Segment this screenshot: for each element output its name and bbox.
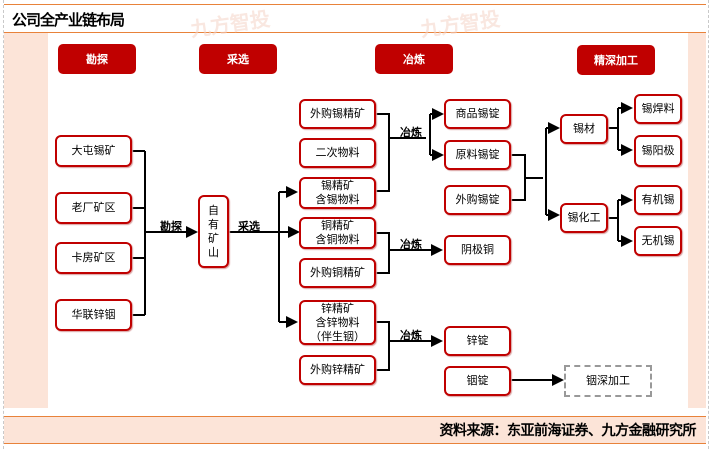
connector <box>376 321 441 371</box>
own-mine-char: 山 <box>208 245 219 259</box>
footer: 资料来源：东亚前海证券、九方金融研究所 <box>4 416 706 444</box>
connector <box>376 232 441 274</box>
flow-label-smelt-copper: 冶炼 <box>400 238 422 251</box>
flow-label-explore: 勘探 <box>160 220 182 233</box>
connector <box>131 150 146 316</box>
smelt-product-node: 铟锭 <box>444 366 511 396</box>
tin-chemical-node: 锡化工 <box>560 203 608 233</box>
indium-processing-node: 铟深加工 <box>564 365 652 397</box>
tin-product-node: 锡阳极 <box>634 135 682 167</box>
connector <box>511 154 543 201</box>
stage-smelting: 冶炼 <box>375 44 453 74</box>
raw-material-node: 二次物料 <box>299 138 376 168</box>
raw-material-node: 锡精矿 含锡物料 <box>299 177 376 209</box>
tin-product-node: 无机锡 <box>634 226 682 256</box>
stage-mining: 采选 <box>199 44 277 74</box>
connector <box>376 113 426 192</box>
stage-exploration: 勘探 <box>58 44 136 74</box>
mine-node: 卡房矿区 <box>55 242 132 274</box>
raw-material-node: 外购锡精矿 <box>299 99 376 129</box>
own-mine-char: 矿 <box>208 231 219 245</box>
title-bar: 公司全产业链布局 <box>4 4 706 33</box>
smelt-product-node: 外购锡锭 <box>444 185 511 215</box>
smelt-product-node: 原料锡锭 <box>444 140 511 170</box>
flow-label-mining: 采选 <box>238 220 260 233</box>
page-frame <box>3 0 709 449</box>
own-mine-char: 自 <box>208 203 219 217</box>
flow-label-smelt-zinc: 冶炼 <box>400 329 422 342</box>
raw-material-node: 外购铜精矿 <box>299 258 376 288</box>
mine-node: 老厂矿区 <box>55 192 132 224</box>
smelt-product-node: 阴极铜 <box>444 235 511 265</box>
mine-node: 大屯锡矿 <box>55 135 132 167</box>
smelt-product-node: 商品锡锭 <box>444 99 511 129</box>
raw-material-node: 铜精矿 含铜物料 <box>299 217 376 249</box>
smelt-product-node: 锌锭 <box>444 326 511 356</box>
tin-product-node: 锡焊料 <box>634 94 682 124</box>
own-mine-node: 自 有 矿 山 <box>198 195 229 268</box>
source-note: 资料来源：东亚前海证券、九方金融研究所 <box>439 423 697 439</box>
flow-label-smelt-tin: 冶炼 <box>400 126 422 139</box>
raw-material-node: 锌精矿 含锌物料 （伴生铟） <box>299 300 376 345</box>
mine-node: 华联锌铟 <box>55 299 132 331</box>
tin-product-node: 有机锡 <box>634 185 682 215</box>
stage-deep-processing: 精深加工 <box>577 45 655 75</box>
tin-material-node: 锡材 <box>560 114 608 144</box>
raw-material-node: 外购锌精矿 <box>299 355 376 385</box>
own-mine-char: 有 <box>208 217 219 231</box>
page-title: 公司全产业链布局 <box>12 11 125 29</box>
